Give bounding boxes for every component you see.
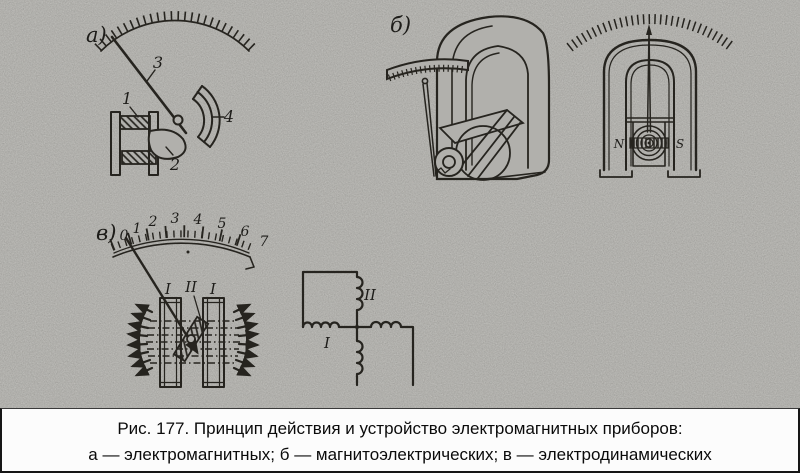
part-label-4: 4: [223, 107, 234, 126]
scale-number-6: 6: [241, 224, 250, 240]
panel-v-label: в): [96, 221, 116, 245]
meter-scale-a: [94, 11, 256, 52]
panel-v: в) 0 1 2 3 4 5 6 7: [96, 211, 415, 388]
meter-scale-v: 0 1 2 3 4 5 6 7: [109, 211, 269, 270]
panel-b-label: б): [390, 13, 411, 37]
circuit-label-moving-coil: II: [363, 286, 377, 304]
part-label-3: 3: [153, 53, 163, 72]
scale-number-5: 5: [218, 216, 227, 232]
caption-line-1: Рис. 177. Принцип действия и устройство …: [117, 419, 683, 438]
part-label-2: 2: [169, 155, 180, 174]
iron-vane-a: [147, 128, 187, 160]
paper-grain-light: [0, 0, 800, 408]
circuit-label-fixed-coil: I: [323, 334, 331, 352]
pole-label-n: N: [613, 137, 625, 151]
moving-coil-front-view: N S: [566, 14, 736, 178]
meter-scale-b: [566, 14, 736, 52]
part-label-1: 1: [122, 89, 132, 108]
leader-lines-a: [129, 69, 225, 156]
scale-number-4: 4: [193, 212, 203, 228]
pointer-a: [110, 35, 188, 135]
leader-line-moving-coil: [193, 295, 202, 321]
sector-vane-a: [192, 85, 221, 148]
scale-number-2: 2: [148, 214, 158, 230]
scale-plate-b: [386, 58, 469, 82]
moving-coil-frame: [434, 109, 525, 181]
scale-number-7: 7: [260, 234, 269, 250]
coil-label-right: I: [209, 280, 217, 298]
coil-label-moving: II: [184, 278, 198, 296]
pointer-b-right: [646, 24, 652, 133]
figure-caption: Рис. 177. Принцип действия и устройство …: [0, 408, 800, 473]
panel-a: а): [86, 11, 256, 176]
fixed-coil-right: [202, 297, 225, 388]
coil-label-left: I: [164, 280, 172, 298]
panel-b: б): [386, 13, 736, 181]
scanned-figure-area: а): [0, 0, 800, 408]
pole-label-s: S: [676, 137, 684, 151]
scale-number-3: 3: [171, 211, 180, 227]
horseshoe-magnet: [599, 38, 701, 178]
circuit-schematic-v: I II: [301, 270, 415, 387]
caption-line-2: а — электромагнитных; б — магнитоэлектри…: [88, 445, 712, 464]
pointer-b-left: [421, 77, 437, 177]
field-arrows-left: [126, 303, 154, 377]
scale-number-1: 1: [133, 221, 142, 237]
scale-number-0: 0: [120, 228, 129, 244]
figure-drawing: а): [0, 0, 800, 408]
moving-coil-perspective-view: [386, 15, 551, 181]
field-arrows-right: [232, 303, 260, 377]
pointer-v: [124, 236, 199, 355]
